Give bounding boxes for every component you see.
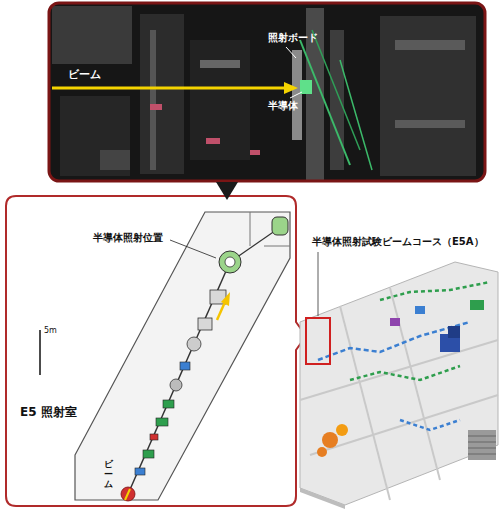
leader-line: [318, 252, 319, 316]
photo-label: 照射ボード: [268, 32, 318, 44]
beam-arrow: [52, 87, 284, 90]
room-plan-part: [225, 257, 235, 267]
room-plan-part: [75, 212, 290, 500]
photo-equipment-part: [206, 138, 220, 144]
room-plan-part: [272, 217, 288, 235]
scale-label: 5m: [44, 326, 57, 336]
position-label: 半導体照射位置: [93, 232, 163, 244]
photo-equipment-part: [380, 16, 476, 176]
photo-equipment-part: [60, 96, 130, 176]
photo-equipment-part: [330, 30, 344, 170]
room-plan: [40, 212, 290, 501]
room-plan-part: [170, 379, 182, 391]
room-label: E5 照射室: [20, 405, 77, 419]
stairs-part: [468, 430, 496, 460]
photo-label: 半導体: [268, 100, 298, 112]
photo-part: [49, 3, 485, 181]
photo-equipment-part: [150, 104, 162, 110]
course-label: 半導体照射試験ビームコース（E5A）: [312, 236, 484, 248]
room-plan-part: [125, 489, 130, 500]
facility-building-part: [300, 262, 498, 505]
photo-equipment-part: [395, 120, 465, 128]
stairs: [468, 430, 496, 460]
photo-equipment-part: [340, 60, 372, 170]
room-plan-part: [219, 251, 241, 273]
leader-line: [170, 240, 216, 258]
photo-part: [49, 3, 485, 181]
facility-building-part: [322, 432, 338, 448]
beam-label: ビーム: [68, 68, 101, 81]
photo-equipment-part: [312, 30, 360, 150]
stairs-part: [468, 436, 496, 437]
facility-building-part: [350, 366, 460, 380]
facility-building-part: [340, 306, 390, 500]
facility-building-part: [380, 282, 490, 300]
highlight-box: [306, 318, 330, 364]
plan-frame: [6, 196, 306, 506]
stairs-part: [468, 448, 496, 449]
facility-building-part: [415, 306, 425, 314]
beam-line: [128, 262, 230, 494]
photo-equipment: [52, 6, 476, 180]
beam-arrow: [217, 302, 225, 320]
facility-building-part: [317, 447, 327, 457]
photo: [49, 3, 485, 181]
beam-arrow-head: [284, 82, 298, 94]
photo-equipment-part: [395, 40, 465, 50]
photo-equipment-part: [190, 40, 250, 160]
facility-building: [300, 252, 498, 509]
room-plan-part: [121, 487, 135, 501]
facility-building-part: [336, 424, 348, 436]
stairs-part: [468, 442, 496, 443]
photo-equipment-part: [200, 60, 240, 68]
photo-equipment-part: [250, 150, 260, 155]
facility-building-part: [470, 300, 484, 310]
facility-building-part: [400, 420, 460, 430]
photo-equipment-part: [140, 14, 184, 174]
facility-building-part: [390, 318, 400, 326]
facility-building-part: [300, 488, 345, 509]
room-plan-part: [163, 400, 174, 408]
callout-pointer: [216, 182, 238, 200]
photo-equipment-part: [100, 150, 130, 170]
leader-line: [290, 92, 302, 98]
photo-equipment-part: [52, 6, 132, 64]
leader-line: [286, 47, 296, 58]
photo-equipment-part: [300, 40, 350, 165]
plan-frame-part: [6, 196, 306, 506]
room-plan-part: [143, 450, 154, 458]
room-plan-part: [135, 468, 145, 475]
facility-building-part: [448, 326, 460, 338]
stairs-part: [468, 454, 496, 455]
scale-bar: [39, 330, 41, 375]
room-plan-part: [250, 212, 251, 246]
room-plan-part: [221, 292, 230, 306]
room-plan-part: [156, 418, 168, 426]
room-plan-part: [264, 246, 290, 247]
facility-building-part: [318, 322, 470, 360]
room-plan-part: [150, 434, 158, 440]
beam-label: ビーム: [104, 460, 113, 490]
facility-building-part: [390, 288, 440, 480]
room-plan-part: [180, 362, 190, 370]
photo-equipment-part: [150, 30, 156, 170]
room-plan-part: [198, 318, 212, 330]
room-plan-part: [187, 337, 201, 351]
